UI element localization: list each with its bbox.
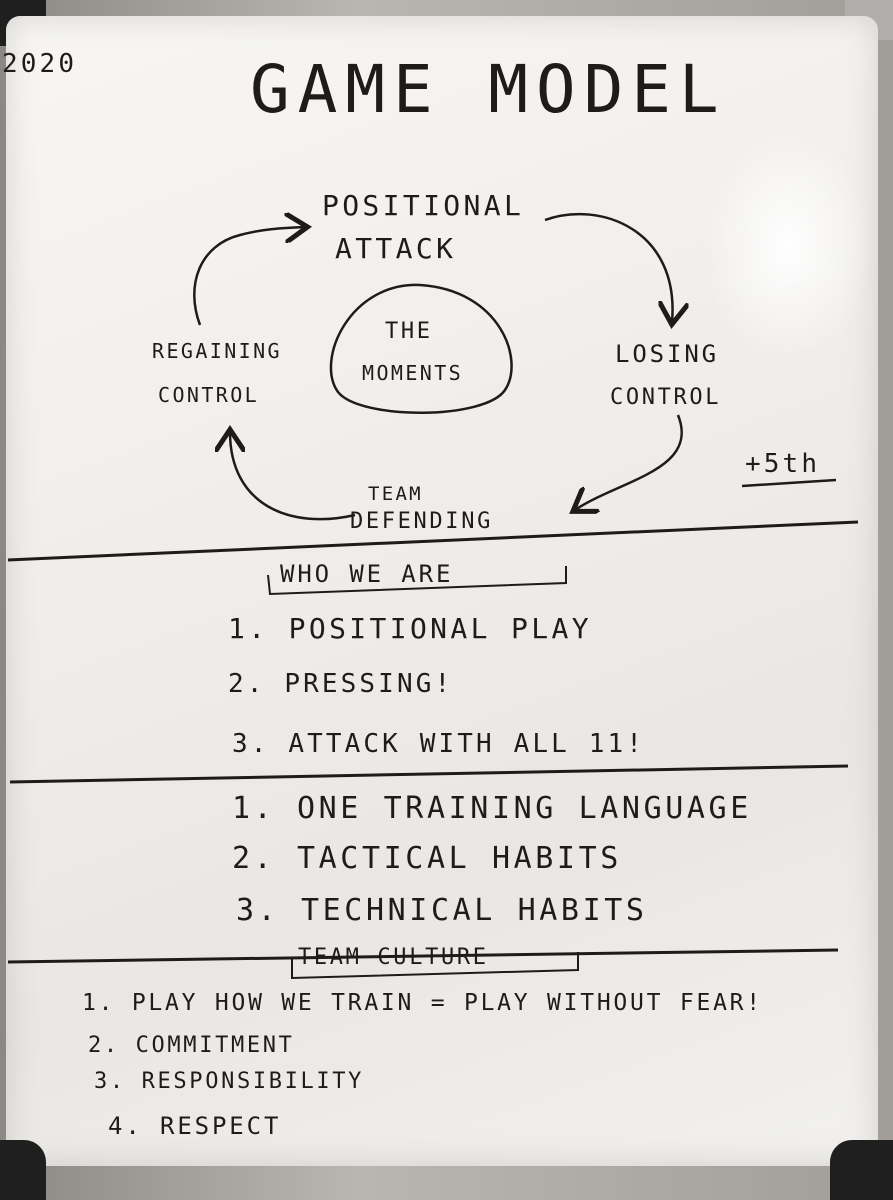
- frame-corner: [830, 1140, 893, 1200]
- section-divider: [7, 948, 839, 964]
- habits-item-3: 3. TECHNICAL HABITS: [236, 893, 648, 928]
- year-label: 2020: [2, 49, 77, 79]
- culture-item-4: 4. RESPECT: [108, 1112, 281, 1140]
- cycle-left-line2: CONTROL: [158, 383, 259, 407]
- habits-item-2: 2. TACTICAL HABITS: [232, 841, 622, 876]
- who-we-are-heading: WHO WE ARE: [280, 560, 453, 588]
- cycle-top-line2: ATTACK: [335, 232, 456, 265]
- cycle-left-line1: REGAINING: [152, 339, 282, 363]
- center-line2: MOMENTS: [362, 361, 463, 385]
- culture-item-2: 2. COMMITMENT: [88, 1033, 295, 1058]
- cycle-bottom-line1: TEAM: [368, 483, 423, 505]
- cycle-right-line1: LOSING: [615, 340, 719, 368]
- light-glare: [708, 136, 868, 356]
- cycle-right-line2: CONTROL: [610, 385, 721, 410]
- team-culture-heading: TEAM CULTURE: [298, 945, 489, 970]
- culture-item-3: 3. RESPONSIBILITY: [94, 1069, 364, 1094]
- section-divider: [7, 520, 859, 562]
- habits-item-1: 1. ONE TRAINING LANGUAGE: [232, 791, 752, 826]
- moments-circle: [329, 283, 513, 414]
- center-line1: THE: [385, 319, 433, 344]
- arrow-defending-to-regain: [230, 432, 356, 521]
- note-underline: [741, 478, 837, 488]
- arrow-attack-to-losing: [544, 212, 673, 322]
- cycle-top-line1: POSITIONAL: [322, 189, 524, 222]
- heading-bracket: [267, 566, 567, 596]
- section-divider: [9, 764, 849, 784]
- frame-corner: [0, 1140, 46, 1200]
- who-item-3: 3. ATTACK WITH ALL 11!: [232, 729, 645, 759]
- who-item-2: 2. PRESSING!: [228, 669, 453, 699]
- culture-item-1: 1. PLAY HOW WE TRAIN = PLAY WITHOUT FEAR…: [82, 990, 763, 1016]
- heading-bracket: [291, 952, 579, 980]
- arrow-losing-to-defending: [575, 414, 683, 510]
- note-label: +5th: [745, 449, 820, 479]
- board-title: GAME MODEL: [250, 51, 727, 128]
- cycle-bottom-line2: DEFENDING: [350, 509, 493, 534]
- arrow-regain-to-attack: [193, 227, 305, 326]
- who-item-1: 1. POSITIONAL PLAY: [228, 612, 592, 645]
